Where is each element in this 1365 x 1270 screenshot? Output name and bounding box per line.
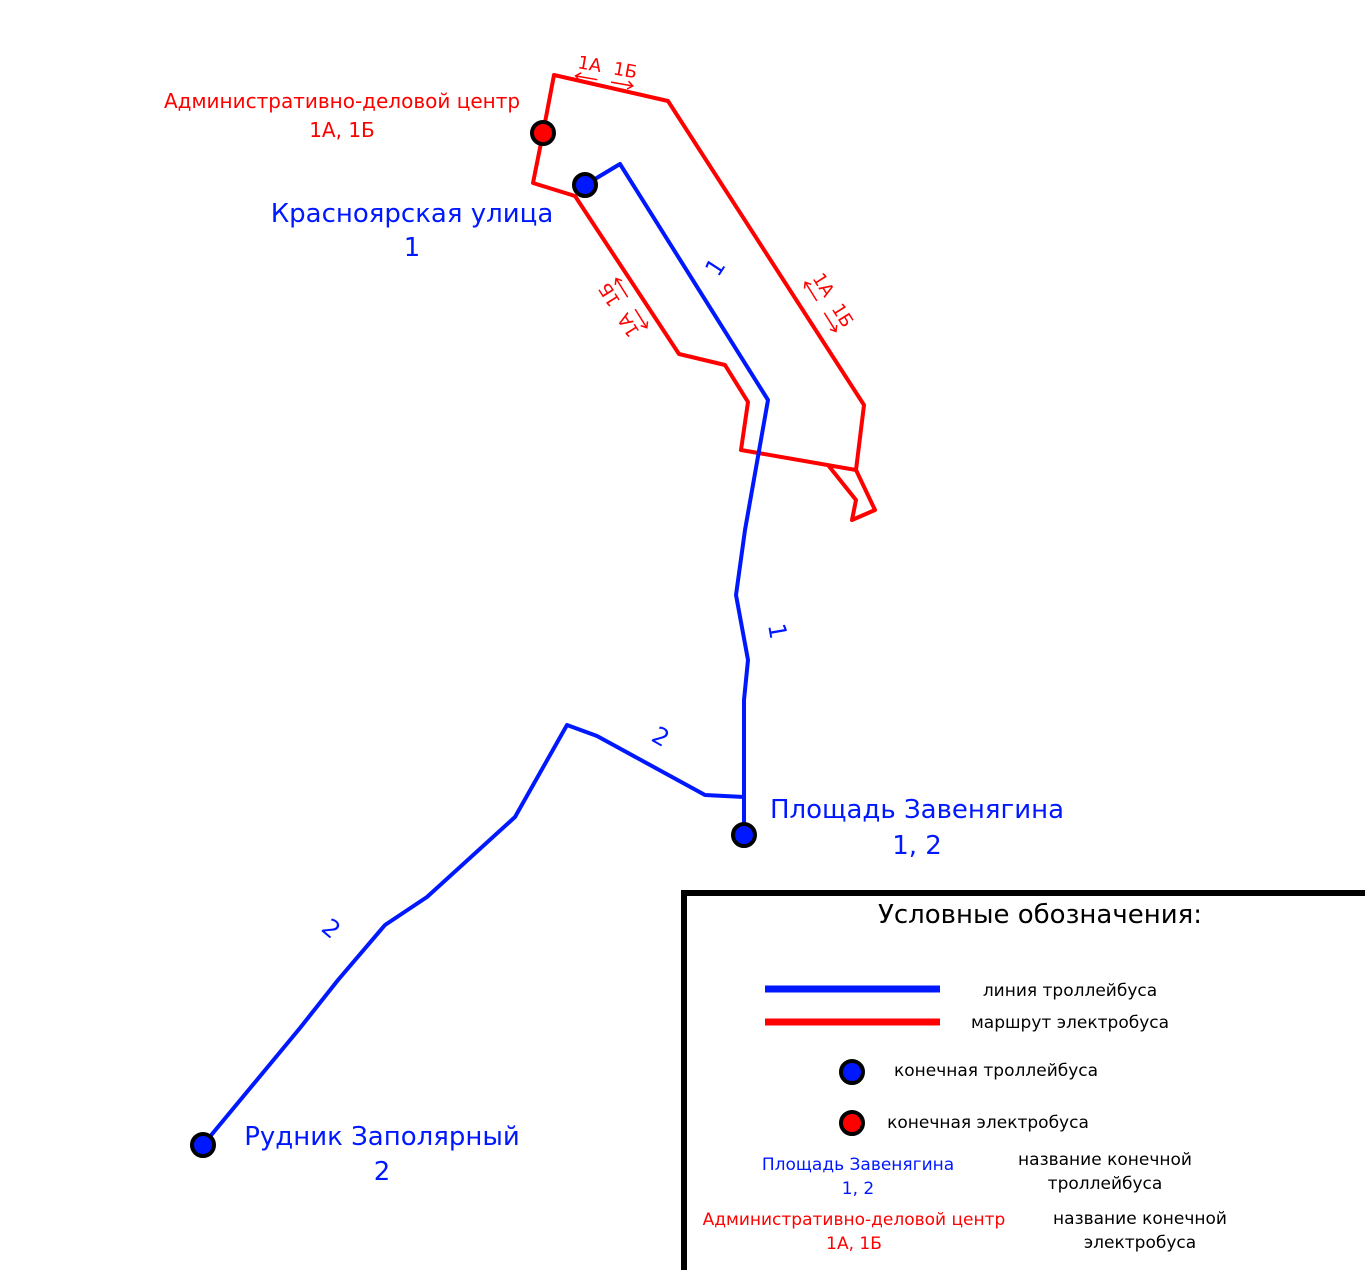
- trolleybus-terminal-rudnik[interactable]: [190, 1132, 216, 1158]
- zavenyagina-routes: 1, 2: [892, 831, 942, 861]
- legend-sample-trolley-name: Площадь Завенягина: [762, 1155, 954, 1175]
- line-1-label-upper: 1: [700, 253, 732, 281]
- arrow-right: [610, 81, 633, 87]
- arrow-right-head: [829, 324, 838, 333]
- route-1b-label: 1Б: [612, 58, 639, 83]
- terminal-labels: Административно-деловой центр 1А, 1Б Кра…: [164, 89, 1064, 1187]
- legend-trolleybus-terminal-label: конечная троллейбуса: [894, 1061, 1098, 1081]
- electrobus-route: [531, 73, 877, 522]
- line-2-label-lower: 2: [316, 913, 346, 944]
- legend-sample-electro-routes: 1А, 1Б: [826, 1234, 882, 1254]
- electrobus-direction-labels: 1А 1Б 1А 1Б 1А 1Б: [574, 52, 857, 341]
- arrow-left-head: [640, 321, 649, 329]
- rudnik-routes: 2: [374, 1157, 391, 1187]
- legend-trolley-name-desc-1: название конечной: [1018, 1150, 1192, 1170]
- legend-sample-trolley-routes: 1, 2: [842, 1179, 874, 1199]
- electrobus-route-outer: [531, 73, 866, 472]
- trolleybus-terminal-krasnoyarskaya[interactable]: [572, 172, 598, 198]
- arrow-right-head: [614, 277, 623, 286]
- legend-sample-electro-name: Административно-деловой центр: [703, 1210, 1006, 1230]
- electrobus-terminal-admin-center[interactable]: [530, 120, 556, 146]
- terminal-markers: [190, 120, 757, 1158]
- arrow-right-head: [626, 80, 634, 90]
- trolleybus-line-2: [201, 723, 745, 1147]
- trolleybus-line: [201, 162, 770, 1147]
- legend-title: Условные обозначения:: [878, 900, 1202, 930]
- route-1a-label: 1А: [613, 309, 644, 341]
- zavenyagina-name: Площадь Завенягина: [770, 795, 1064, 825]
- legend-trolley-name-desc-2: троллейбуса: [1048, 1174, 1163, 1194]
- legend-electrobus-route-label: маршрут электробуса: [971, 1013, 1169, 1033]
- legend-electro-name-desc-1: название конечной: [1053, 1209, 1227, 1229]
- legend-frame: [681, 890, 1365, 1270]
- krasnoyarskaya-routes: 1: [404, 233, 421, 263]
- route-1b-label: 1Б: [595, 279, 625, 310]
- line-1-label-lower: 1: [762, 621, 792, 641]
- arrow-left: [634, 308, 648, 329]
- admin-center-routes: 1А, 1Б: [309, 118, 375, 142]
- legend-electro-name-desc-2: электробуса: [1084, 1233, 1196, 1253]
- arrow-left: [575, 75, 598, 81]
- trolleybus-terminal-zavenyagina[interactable]: [731, 822, 757, 848]
- arrow-right: [823, 312, 837, 332]
- direction-label-left: 1А 1Б: [595, 277, 649, 341]
- krasnoyarskaya-name: Красноярская улица: [271, 199, 554, 229]
- legend-electrobus-terminal-swatch: [839, 1110, 865, 1136]
- legend: Условные обозначения: линия троллейбуса …: [681, 890, 1365, 1270]
- legend-electrobus-terminal-label: конечная электробуса: [887, 1113, 1089, 1133]
- arrow-left-head: [803, 281, 812, 289]
- legend-trolleybus-terminal-swatch: [839, 1059, 865, 1085]
- arrow-right: [615, 278, 629, 298]
- route-1a-label: 1А: [808, 270, 839, 302]
- arrow-left: [804, 281, 818, 302]
- route-number-labels: 1 1 2 2: [316, 253, 792, 944]
- route-1b-label: 1Б: [827, 300, 857, 331]
- line-2-label-upper: 2: [647, 721, 674, 753]
- legend-trolleybus-line-label: линия троллейбуса: [983, 981, 1157, 1001]
- trolleybus-line-1: [583, 162, 770, 835]
- electrobus-route-loop: [826, 463, 877, 522]
- admin-center-name: Административно-деловой центр: [164, 89, 520, 113]
- rudnik-name: Рудник Заполярный: [244, 1122, 520, 1152]
- arrow-left-head: [574, 72, 582, 82]
- direction-label-top: 1А 1Б: [574, 52, 639, 90]
- direction-label-right: 1А 1Б: [803, 270, 857, 333]
